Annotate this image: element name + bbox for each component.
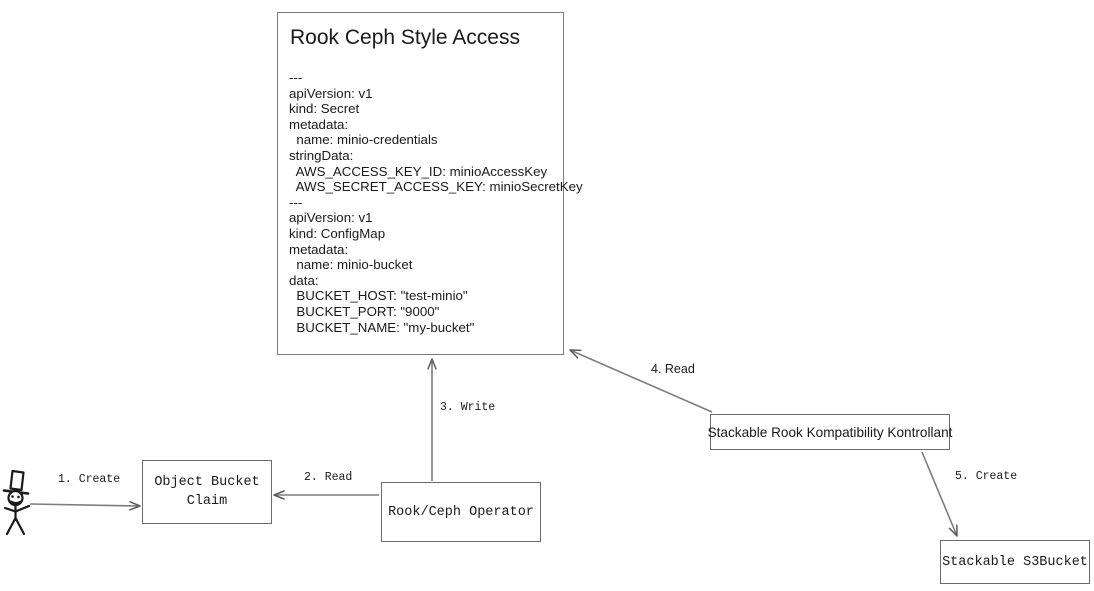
node-stackable-s3bucket[interactable]: Stackable S3Bucket	[940, 540, 1090, 584]
edge-5-create	[921, 451, 958, 537]
edge-label-3-write: 3. Write	[440, 401, 496, 414]
edge-1-create	[29, 501, 141, 511]
main-note-yaml-body: --- apiVersion: v1 kind: Secret metadata…	[289, 70, 583, 335]
edge-label-2-read: 2. Read	[304, 471, 353, 484]
edge-label-5-create: 5. Create	[955, 470, 1018, 483]
node-object-bucket-claim-label: Object Bucket Claim	[154, 475, 260, 509]
edge-label-1-create: 1. Create	[58, 473, 121, 486]
node-stackable-s3bucket-label: Stackable S3Bucket	[942, 554, 1088, 570]
main-note-title: Rook Ceph Style Access	[290, 26, 520, 49]
node-rook-ceph-operator-label: Rook/Ceph Operator	[388, 504, 534, 520]
node-stackable-rook-kompatibility-kontrollant[interactable]: Stackable Rook Kompatibility Kontrollant	[707, 414, 953, 450]
node-rook-ceph-operator[interactable]: Rook/Ceph Operator	[381, 482, 541, 542]
edge-4-read	[569, 349, 713, 413]
node-object-bucket-claim[interactable]: Object Bucket Claim	[142, 460, 272, 524]
edge-label-4-read: 4. Read	[651, 362, 695, 376]
node-stackable-rook-kompatibility-kontrollant-label: Stackable Rook Kompatibility Kontrollant	[707, 424, 953, 440]
rook-ceph-style-access-note: Rook Ceph Style Access --- apiVersion: v…	[277, 12, 583, 355]
stick-figure-actor-icon	[2, 469, 31, 536]
